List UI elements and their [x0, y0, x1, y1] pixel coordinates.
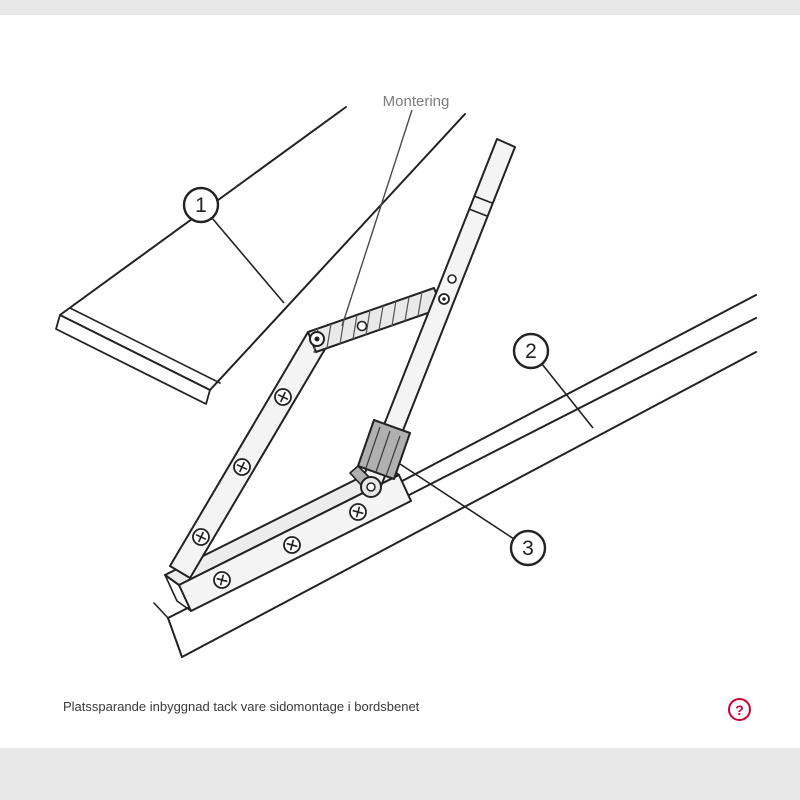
- callout-2-leader: [541, 363, 594, 429]
- link-hole: [356, 320, 368, 332]
- callout-1-leader: [211, 217, 285, 304]
- mounting-label: Montering: [383, 93, 450, 110]
- screw: [213, 571, 231, 589]
- arm-hole: [447, 274, 457, 284]
- link-arm-rivet: [438, 293, 450, 305]
- table-leg: [55, 106, 466, 405]
- screw: [274, 388, 292, 406]
- bottom-bar: [0, 748, 800, 800]
- callout-3-leader: [399, 463, 515, 540]
- callout-2-circle: [512, 332, 550, 370]
- arm-notch-line: [473, 195, 493, 204]
- callout-1-circle: [182, 186, 220, 224]
- leg-end-thickness: [55, 314, 211, 405]
- callout-2-number: 2: [525, 340, 537, 363]
- screw: [233, 458, 251, 476]
- screw: [192, 528, 210, 546]
- help-symbol: ?: [735, 701, 744, 718]
- callout-2: 2: [512, 332, 594, 429]
- tabletop-end-edge: [167, 617, 183, 658]
- screws: [192, 388, 367, 589]
- arm-notch-line: [468, 208, 488, 217]
- leg-end-edge: [69, 307, 221, 384]
- tabletop-end-top-edge: [153, 602, 169, 619]
- tabletop-front-bottom-edge: [181, 351, 757, 658]
- mounting-leader-line: [341, 109, 413, 327]
- top-bar: [0, 0, 800, 15]
- callout-3: 3: [399, 463, 547, 567]
- callout-3-number: 3: [522, 537, 534, 560]
- plate-end-profile: [164, 574, 192, 612]
- caption: Platssparande inbyggnad tack vare sidomo…: [63, 699, 420, 714]
- link-leg-rivet: [309, 331, 325, 347]
- tabletop-far-edge: [384, 294, 757, 491]
- mounting-label-group: Montering: [341, 93, 450, 327]
- callout-1: 1: [182, 186, 285, 304]
- clip-shading: [365, 426, 401, 477]
- pivot-rivet: [360, 476, 382, 498]
- screw: [349, 503, 367, 521]
- screw: [283, 536, 301, 554]
- help-icon[interactable]: ?: [728, 698, 751, 721]
- callout-1-number: 1: [195, 194, 207, 217]
- callout-3-circle: [509, 529, 547, 567]
